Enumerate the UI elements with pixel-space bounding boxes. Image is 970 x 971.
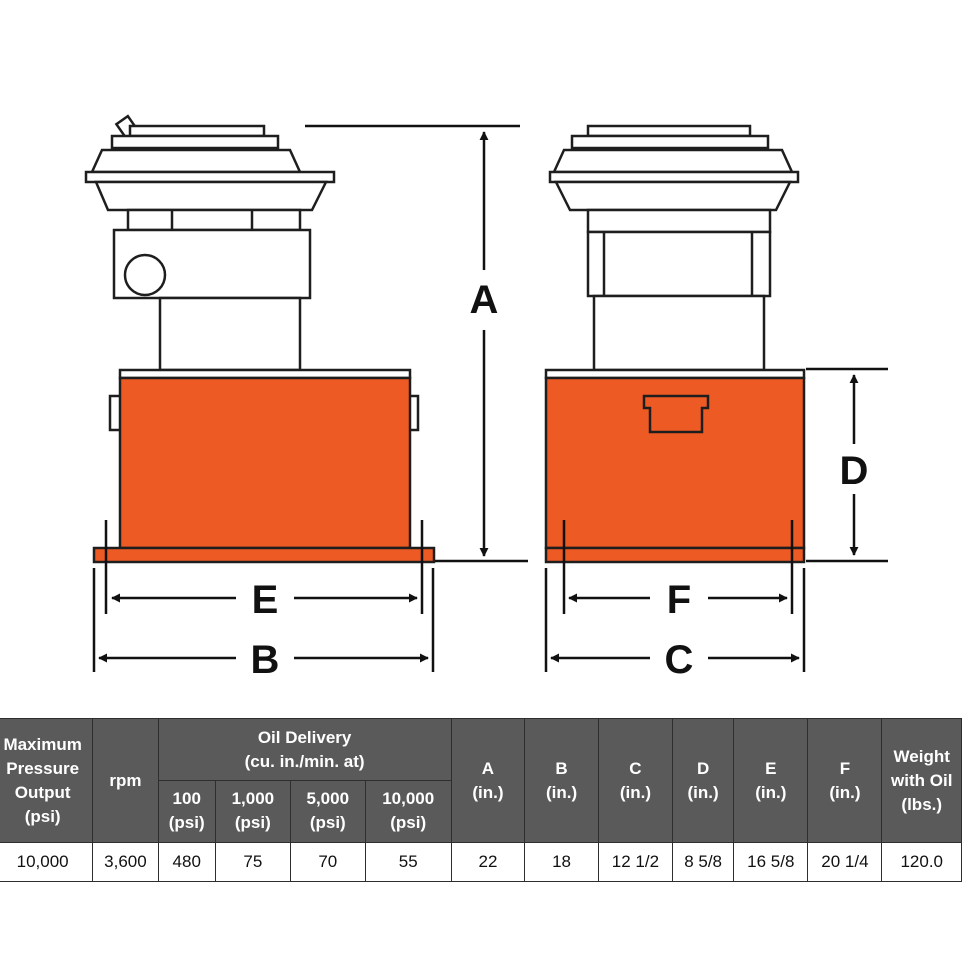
cell-dim-d: 8 5/8 [671, 842, 735, 882]
dim-label-a: A [470, 278, 499, 322]
front-view-pump [84, 114, 436, 564]
header-dim-a: A(in.) [450, 718, 526, 843]
cell-dim-b: 18 [524, 842, 599, 882]
cell-dim-e: 16 5/8 [733, 842, 809, 882]
cell-oil-1000: 75 [214, 842, 291, 882]
cell-oil-5000: 70 [289, 842, 366, 882]
cell-max-pressure: 10,000 [0, 842, 94, 882]
cell-dim-f: 20 1/4 [807, 842, 883, 882]
dim-label-d: D [840, 449, 869, 493]
header-dim-c: C(in.) [597, 718, 673, 843]
cell-weight: 120.0 [881, 842, 962, 882]
header-oil-100: 100(psi) [157, 780, 216, 843]
dim-label-c: C [665, 638, 694, 682]
header-oil-1000: 1,000(psi) [214, 780, 291, 843]
side-view-pump [544, 124, 806, 564]
header-oil-delivery: Oil Delivery(cu. in./min. at) [157, 718, 452, 781]
dim-label-f: F [667, 578, 691, 622]
header-dim-f: F(in.) [807, 718, 883, 843]
gauge-port [123, 253, 167, 297]
header-oil-5000: 5,000(psi) [289, 780, 366, 843]
tank-handle [642, 394, 710, 434]
cell-dim-a: 22 [450, 842, 526, 882]
cell-oil-100: 480 [157, 842, 216, 882]
header-dim-b: B(in.) [524, 718, 599, 843]
front-tank [118, 376, 412, 550]
header-oil-10000: 10,000(psi) [364, 780, 452, 843]
dim-label-e: E [252, 578, 279, 622]
front-base [92, 546, 436, 564]
cell-oil-10000: 55 [364, 842, 452, 882]
cell-dim-c: 12 1/2 [597, 842, 673, 882]
pump-dimension-diagram: A D E B F C [84, 114, 888, 682]
table-row: 10,000 3,600 480 75 70 55 22 18 12 1/2 8… [0, 842, 962, 882]
header-dim-e: E(in.) [733, 718, 809, 843]
cell-rpm: 3,600 [92, 842, 159, 882]
dim-label-b: B [251, 638, 280, 682]
side-base [544, 546, 806, 564]
header-dim-d: D(in.) [671, 718, 735, 843]
header-rpm: rpm [92, 718, 159, 843]
